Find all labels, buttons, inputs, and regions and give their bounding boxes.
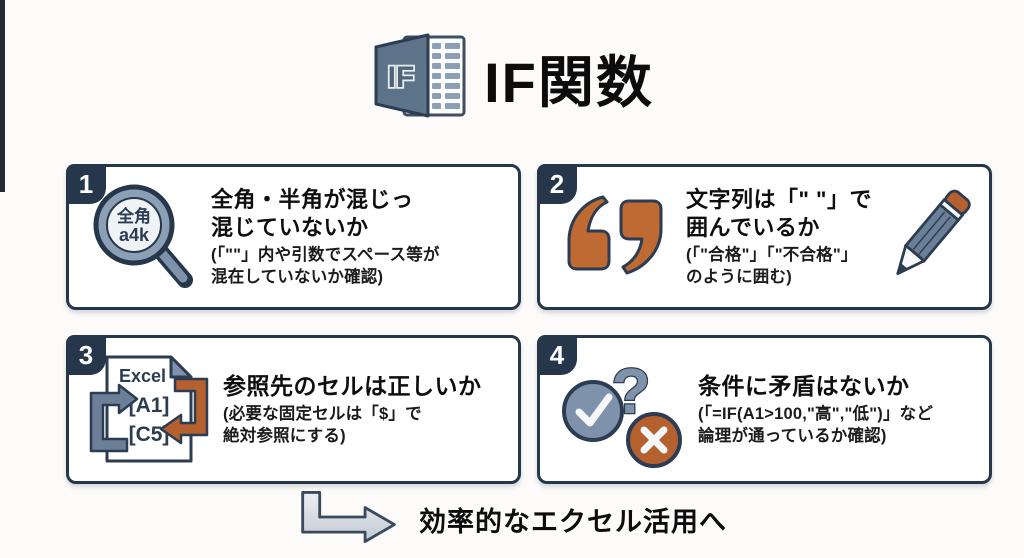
card-title: 全角・半角が混じっ 混じていないか <box>211 186 414 241</box>
footer: 効率的なエクセル活用へ <box>0 488 1024 551</box>
check-question-cross-icon: ? <box>552 351 692 469</box>
pencil-icon <box>883 174 975 301</box>
doc-ref-a1: [A1] <box>129 394 170 417</box>
card-quote-strings-check: 2 文字列は「" "」で 囲んでいるか (「"合格"」「"不合格"」 のように囲… <box>537 164 992 310</box>
card-title: 参照先のセルは正しいか <box>223 372 482 399</box>
card-fullwidth-halfwidth-check: 1 全角 a4k 全角・半角が混じっ 混じていないか (「""」内や引数でスペー… <box>66 164 521 310</box>
magnifier-icon: 全角 a4k <box>81 178 205 296</box>
excel-document-icon: Excel [A1] [C5] <box>81 349 217 471</box>
if-icon-label: IF <box>388 61 415 94</box>
card-note: (「"合格"」「"不合格"」 のように囲む) <box>686 246 858 286</box>
card-cell-reference-check: 3 Excel [A1] [C5] 参照先のセルは正しいか (必要な固定セルは「… <box>66 335 521 484</box>
doc-title: Excel <box>119 366 166 386</box>
card-title: 条件に矛盾はないか <box>698 372 910 399</box>
page-title: IF関数 <box>484 51 654 114</box>
card-number-badge: 3 <box>66 335 106 375</box>
card-note: (「=IF(A1>100,"高","低")」など 論理が通っているか確認) <box>698 405 934 445</box>
doc-ref-c5: [C5] <box>129 423 170 446</box>
card-note: (「""」内や引数でスペース等が 混在していないか確認) <box>211 246 440 286</box>
bent-right-arrow-icon <box>297 488 401 551</box>
card-number-badge: 4 <box>537 335 577 375</box>
quotes-icon <box>552 187 680 287</box>
header: IF IF関数 <box>0 30 1024 127</box>
footer-text: 効率的なエクセル活用へ <box>419 507 727 537</box>
card-note: (必要な固定セルは「$」で 絶対参照にする) <box>223 405 422 445</box>
card-condition-logic-check: 4 ? 条件に矛盾はないか (「=IF(A1>100,"高","低")」など 論… <box>537 335 992 484</box>
excel-if-icon: IF <box>370 30 470 127</box>
card-number-badge: 1 <box>66 164 106 204</box>
magnifier-text-line1: 全角 <box>116 206 151 226</box>
magnifier-text-line2: a4k <box>119 225 150 245</box>
card-title: 文字列は「" "」で 囲んでいるか <box>686 186 872 241</box>
card-number-badge: 2 <box>537 164 577 204</box>
left-edge-artifact <box>0 0 5 192</box>
